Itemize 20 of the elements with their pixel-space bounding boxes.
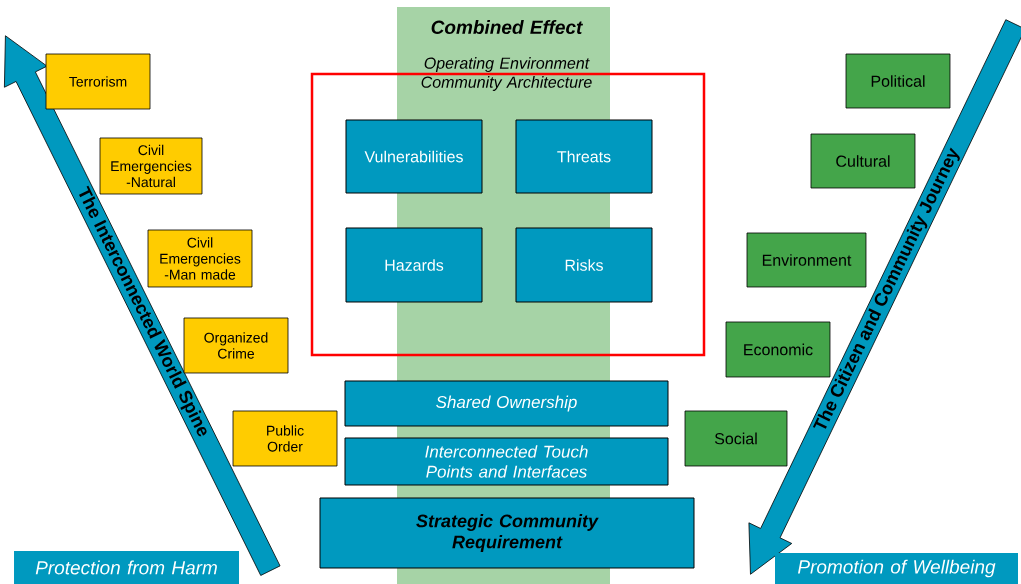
threat-box: Public Order xyxy=(232,410,338,467)
label-box: Threats xyxy=(515,119,653,194)
banner-box: Shared Ownership xyxy=(344,380,669,427)
frame xyxy=(310,72,706,357)
requirement-box: Strategic Community Requirement xyxy=(319,497,695,569)
corner-banner: Protection from Harm xyxy=(14,551,239,584)
threat-box: Terrorism xyxy=(45,53,151,110)
wellbeing-box: Political xyxy=(845,53,951,109)
wellbeing-box: Economic xyxy=(725,321,831,378)
wellbeing-box: Environment xyxy=(746,232,867,288)
label-box: Risks xyxy=(515,227,653,303)
threat-box: Civil Emergencies -Man made xyxy=(147,229,253,288)
corner-banner: Promotion of Wellbeing xyxy=(775,553,1018,584)
wellbeing-box: Cultural xyxy=(810,133,916,189)
label-box: Hazards xyxy=(345,227,483,303)
banner-box: Interconnected Touch Points and Interfaces xyxy=(344,437,669,486)
threat-box: Civil Emergencies -Natural xyxy=(99,137,203,195)
wellbeing-box: Social xyxy=(684,410,788,467)
label-box: Vulnerabilities xyxy=(345,119,483,194)
threat-box: Organized Crime xyxy=(183,317,289,374)
